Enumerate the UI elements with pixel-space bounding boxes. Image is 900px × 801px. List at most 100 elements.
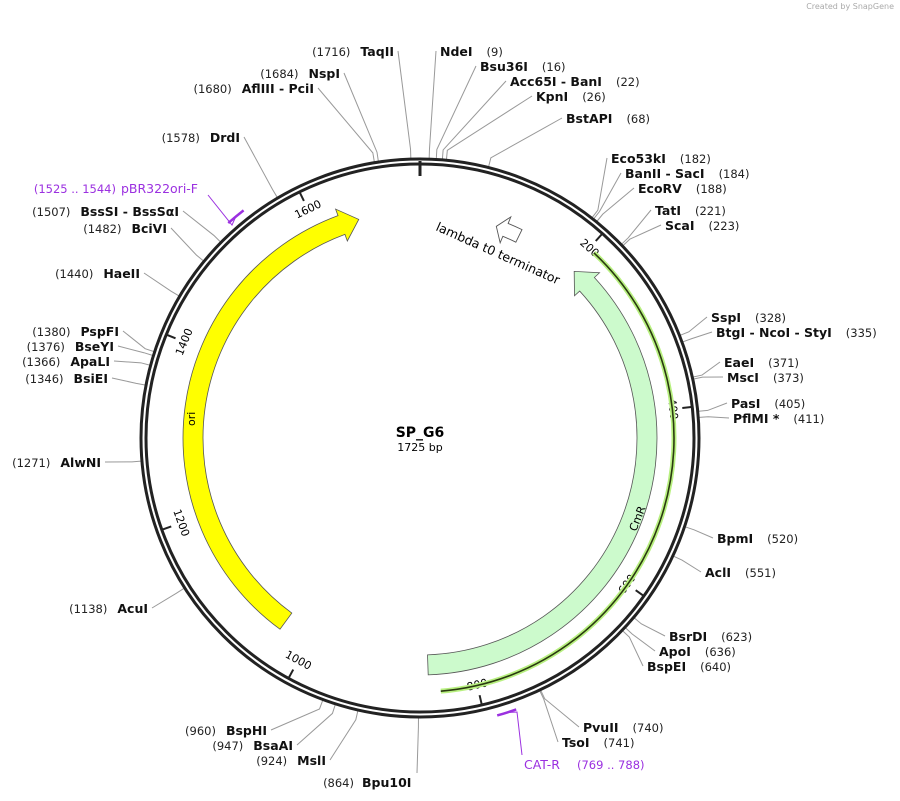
enzyme-name: AcuI: [117, 601, 148, 616]
enzyme-position: (1440): [55, 267, 93, 281]
enzyme-leader-line: [622, 630, 644, 667]
enzyme-leader-line: [445, 95, 533, 160]
enzyme-name: BsiEI: [74, 371, 108, 386]
plasmid-name: SP_G6: [396, 425, 445, 441]
enzyme-site-1138: AcuI(1138): [69, 601, 148, 616]
enzyme-site-623: BsrDI(623): [669, 629, 752, 644]
enzyme-leader-line: [591, 157, 608, 218]
enzyme-site-924: MslI(924): [256, 753, 326, 768]
enzyme-site-182: Eco53kI(182): [611, 151, 711, 166]
primer-name: CAT-R: [524, 757, 560, 772]
enzyme-site-1440: HaeII(1440): [55, 266, 140, 281]
enzyme-name: AflIII - PciI: [242, 81, 314, 96]
enzyme-leader-line: [428, 50, 437, 159]
lambda-t0-terminator-arrow: [495, 215, 523, 245]
enzyme-position: (947): [212, 739, 243, 753]
enzyme-leader-line: [693, 376, 724, 380]
enzyme-position: (373): [773, 371, 804, 385]
enzyme-position: (864): [323, 776, 354, 790]
enzyme-name: NspI: [308, 66, 340, 81]
enzyme-position: (188): [696, 182, 727, 196]
enzyme-name: ApaLI: [70, 354, 110, 369]
enzyme-name: PspFI: [80, 324, 119, 339]
backbone-outer-strand: [139, 157, 701, 719]
enzyme-site-1680: AflIII - PciI(1680): [193, 81, 314, 96]
enzyme-leader-line: [625, 627, 656, 652]
tick-mark: [288, 669, 295, 678]
enzyme-leader-line: [143, 272, 180, 297]
enzyme-leader-line: [329, 710, 359, 761]
enzyme-leader-line: [317, 87, 375, 162]
enzyme-name: TaqII: [360, 44, 394, 59]
enzyme-name: Bpu10I: [362, 775, 411, 790]
enzyme-position: (328): [755, 311, 786, 325]
enzyme-leader-line: [621, 209, 652, 245]
enzyme-position: (1684): [260, 67, 298, 81]
ori-label: ori: [185, 412, 198, 426]
enzyme-leader-line: [416, 717, 419, 774]
enzyme-name: BpmI: [717, 531, 753, 546]
tick-mark: [166, 334, 176, 340]
tick-label: 1600: [293, 197, 324, 221]
enzyme-position: (1380): [32, 325, 70, 339]
enzyme-position: (182): [680, 152, 711, 166]
enzyme-leader-lines: [104, 50, 730, 774]
enzyme-name: PasI: [731, 396, 760, 411]
enzyme-name: NdeI: [440, 44, 473, 59]
enzyme-leader-line: [540, 690, 580, 728]
tick-label: 1000: [283, 648, 314, 673]
enzyme-position: (740): [633, 721, 664, 735]
enzyme-site-405: PasI (405): [731, 396, 805, 411]
enzyme-labels: NdeI(9)Bsu36I(16)Acc65I - BanI(22)KpnI(2…: [12, 44, 877, 790]
enzyme-site-520: BpmI(520): [717, 531, 798, 546]
enzyme-name: MscI: [727, 370, 759, 385]
enzyme-site-1271: AlwNI(1271): [12, 455, 101, 470]
enzyme-leader-line: [596, 187, 635, 222]
enzyme-site-1376: BseYI(1376): [27, 339, 114, 354]
enzyme-leader-line: [170, 227, 204, 262]
enzyme-name: KpnI: [536, 89, 568, 104]
primer-range: (769 .. 788): [577, 758, 645, 772]
enzyme-name: ScaI: [665, 218, 695, 233]
enzyme-position: (405): [774, 397, 805, 411]
plasmid-length: 1725 bp: [397, 441, 442, 454]
enzyme-site-741: TsoI(741): [562, 735, 634, 750]
enzyme-site-223: ScaI (223): [665, 218, 739, 233]
enzyme-site-373: MscI (373): [727, 370, 804, 385]
enzyme-position: (411): [793, 412, 824, 426]
primer-name: pBR322ori-F: [121, 181, 198, 196]
enzyme-leader-line: [622, 224, 662, 246]
enzyme-leader-line: [270, 700, 324, 731]
enzyme-position: (223): [709, 219, 740, 233]
enzyme-name: Acc65I - BanI: [510, 74, 602, 89]
enzyme-leader-line: [151, 588, 185, 609]
enzyme-site-26: KpnI(26): [536, 89, 606, 104]
enzyme-position: (1578): [162, 131, 200, 145]
enzyme-position: (640): [700, 660, 731, 674]
enzyme-name: SspI: [711, 310, 741, 325]
enzyme-name: BstAPI: [566, 111, 612, 126]
enzyme-name: PflMI *: [733, 411, 780, 426]
enzyme-site-411: PflMI * (411): [733, 411, 824, 426]
enzyme-site-328: SspI (328): [711, 310, 786, 325]
enzyme-name: AclI: [705, 565, 731, 580]
enzyme-position: (960): [185, 724, 216, 738]
enzyme-site-335: BtgI - NcoI - StyI(335): [716, 325, 877, 340]
enzyme-position: (371): [768, 356, 799, 370]
enzyme-name: ApoI: [659, 644, 691, 659]
enzyme-name: DrdI: [210, 130, 240, 145]
enzyme-leader-line: [104, 460, 142, 463]
enzyme-position: (9): [487, 45, 503, 59]
tick-label: 1200: [170, 508, 192, 539]
enzyme-name: BsrDI: [669, 629, 707, 644]
cmr-highlight-line: [440, 252, 675, 692]
enzyme-position: (184): [719, 167, 750, 181]
primer-leader: [506, 711, 523, 756]
enzyme-site-947: BsaAI(947): [212, 738, 293, 753]
enzyme-leader-line: [634, 617, 666, 637]
primer-range: (1525 .. 1544): [34, 182, 116, 196]
enzyme-site-16: Bsu36I(16): [480, 59, 566, 74]
ori-feature-arrow: [182, 208, 360, 630]
enzyme-site-636: ApoI(636): [659, 644, 736, 659]
